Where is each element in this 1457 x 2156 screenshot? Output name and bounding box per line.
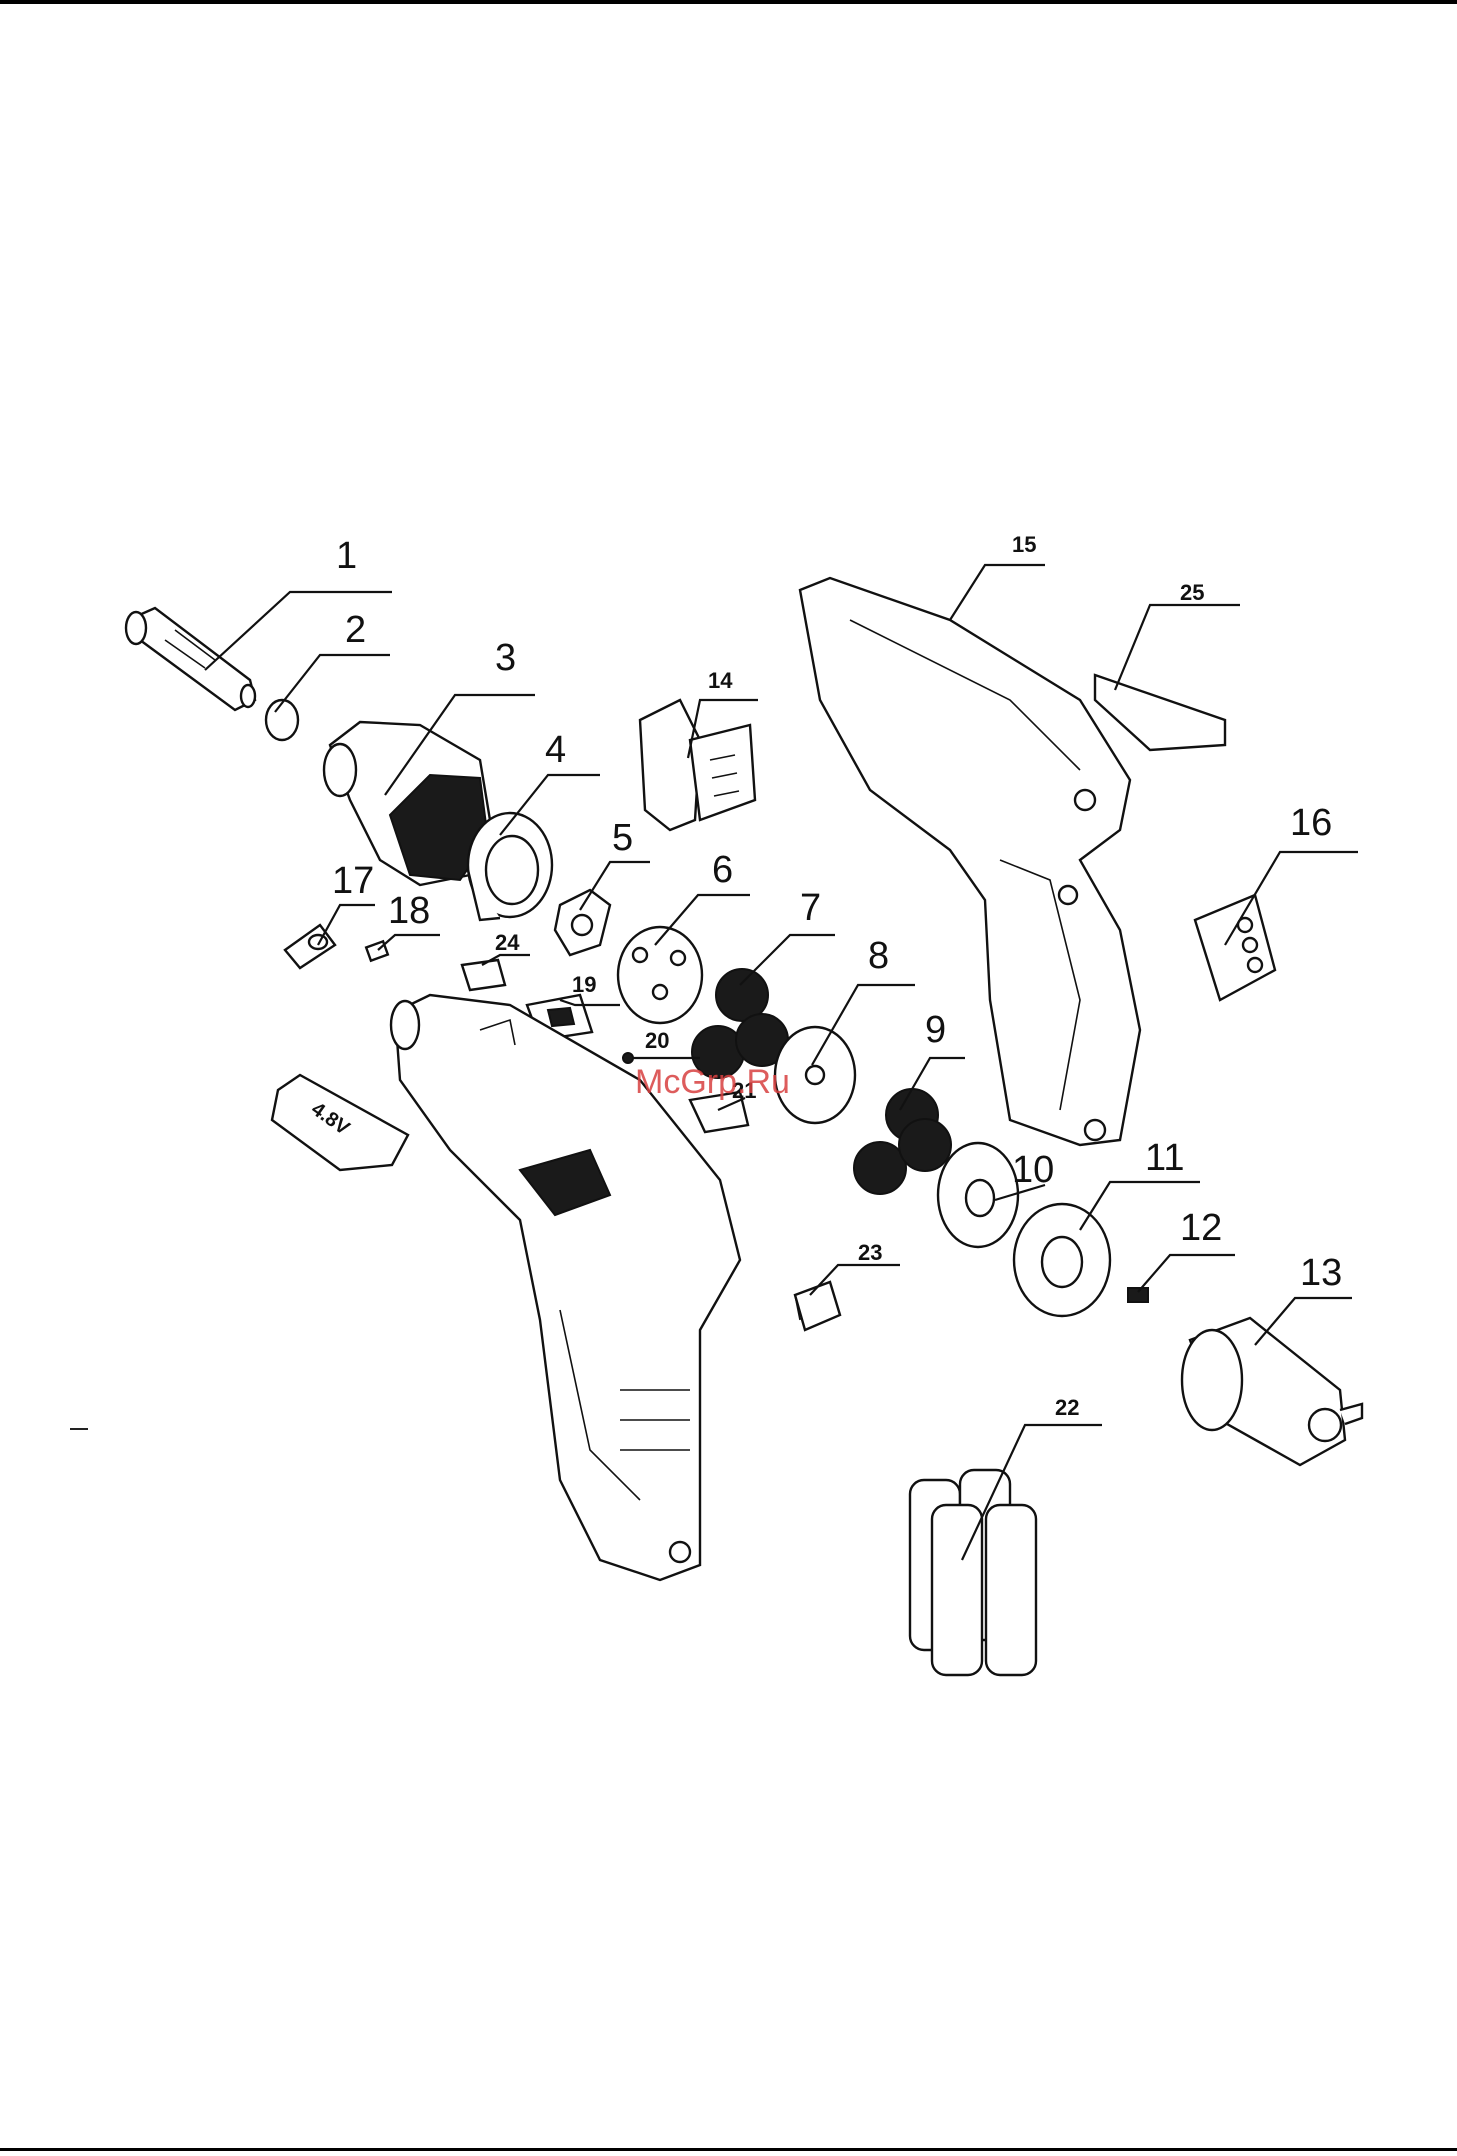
callout-20: 20 xyxy=(645,1028,669,1053)
callout-12: 12 xyxy=(1180,1207,1222,1249)
bottom-rule xyxy=(0,2148,1457,2151)
part-25-plate xyxy=(1095,675,1225,750)
callout-9: 9 xyxy=(925,1009,946,1051)
callout-19: 19 xyxy=(572,972,596,997)
margin-mark xyxy=(70,1428,88,1430)
callout-18: 18 xyxy=(388,890,430,932)
callout-6: 6 xyxy=(712,849,733,891)
part-11-ring-gear xyxy=(1014,1204,1110,1316)
watermark: McGrp.Ru xyxy=(635,1063,790,1101)
callout-11: 11 xyxy=(1145,1137,1184,1179)
part-22-batteries xyxy=(910,1470,1036,1675)
callout-5: 5 xyxy=(612,817,633,859)
callout-14: 14 xyxy=(708,668,733,693)
part-6-planet-carrier xyxy=(618,927,702,1023)
part-23-button xyxy=(795,1282,840,1330)
part-13-motor xyxy=(1182,1318,1362,1465)
callout-24: 24 xyxy=(495,930,520,955)
callout-22: 22 xyxy=(1055,1395,1079,1420)
part-1-bit-holder xyxy=(126,608,255,710)
callout-8: 8 xyxy=(868,935,889,977)
callout-17: 17 xyxy=(332,860,374,902)
callout-25: 25 xyxy=(1180,580,1204,605)
part-2-ring xyxy=(266,700,298,740)
part-14-switch xyxy=(640,700,755,830)
callout-7: 7 xyxy=(800,887,821,929)
callout-2: 2 xyxy=(345,609,366,651)
battery-label-plate: 4.8V xyxy=(272,1075,408,1170)
part-16-terminal-block xyxy=(1195,895,1275,1000)
callout-16: 16 xyxy=(1290,802,1332,844)
part-7-gears xyxy=(692,969,788,1078)
callout-23: 23 xyxy=(858,1240,882,1265)
callout-3: 3 xyxy=(495,637,516,679)
callout-10: 10 xyxy=(1012,1149,1054,1191)
callout-15: 15 xyxy=(1012,532,1036,557)
part-4-collar-ring xyxy=(468,813,552,920)
callout-4: 4 xyxy=(545,729,566,771)
callout-1: 1 xyxy=(336,535,357,577)
part-17-clip xyxy=(285,925,335,968)
part-5-cam xyxy=(555,890,610,955)
callout-13: 13 xyxy=(1300,1252,1342,1294)
part-20-screw xyxy=(623,1053,633,1063)
part-10-washer xyxy=(938,1143,1018,1247)
part-12-pinion xyxy=(1128,1288,1148,1302)
